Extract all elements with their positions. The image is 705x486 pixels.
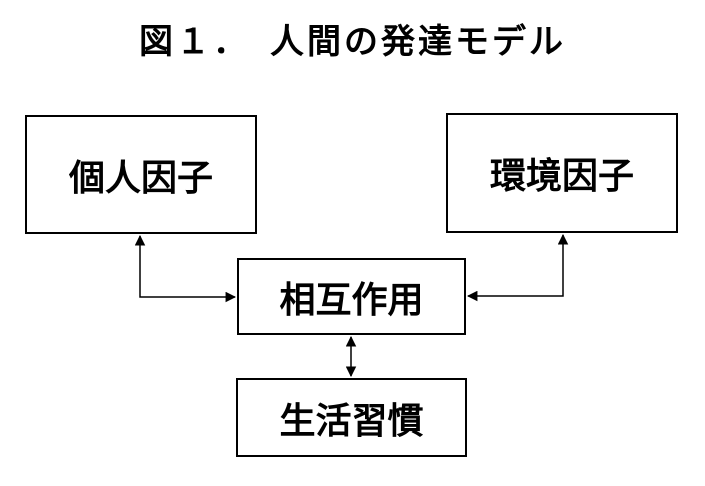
personal-factor-box: 個人因子 <box>25 115 257 234</box>
environment-interaction-arrow <box>466 233 569 302</box>
diagram-title: 図１． 人間の発達モデル <box>139 22 566 62</box>
personal-interaction-arrow <box>134 234 237 303</box>
interaction-box: 相互作用 <box>237 258 466 335</box>
environmental-factor-box: 環境因子 <box>446 113 678 233</box>
lifestyle-habit-box: 生活習慣 <box>236 378 467 457</box>
